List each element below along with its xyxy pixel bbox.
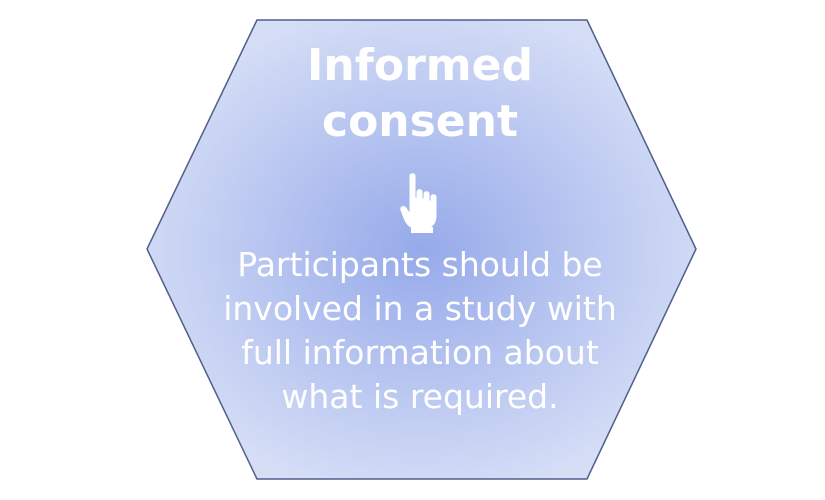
pointing-hand-icon [400,173,437,233]
hexagon-title: Informed consent [307,40,533,147]
hexagon-description: Participants should be involved in a stu… [223,245,617,416]
